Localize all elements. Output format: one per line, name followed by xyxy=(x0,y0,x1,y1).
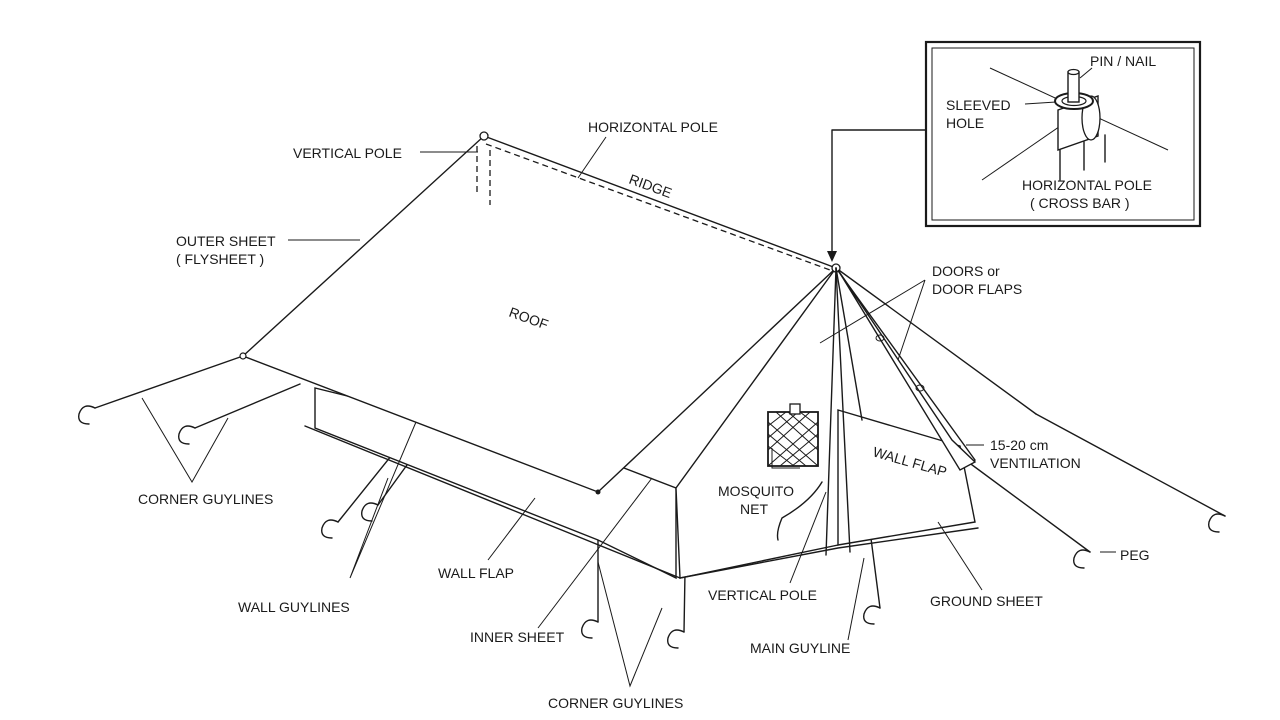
inner-tent xyxy=(304,266,979,580)
horizontal-pole-cross-bar-label: HORIZONTAL POLE xyxy=(1022,177,1152,193)
outer-sheet-label: OUTER SHEET xyxy=(176,233,276,249)
sleeved-label: SLEEVED xyxy=(946,97,1011,113)
mosquito-net xyxy=(767,403,823,541)
peg-icon xyxy=(78,405,96,425)
peg-icon xyxy=(581,619,599,639)
mosquito-label: MOSQUITO xyxy=(718,483,794,499)
peg-icon xyxy=(667,629,685,649)
corner-guylines-left-label: CORNER GUYLINES xyxy=(138,491,273,507)
main-guyline-label: MAIN GUYLINE xyxy=(750,640,850,656)
hole-label: HOLE xyxy=(946,115,984,131)
door-flaps-label: DOOR FLAPS xyxy=(932,281,1022,297)
ventilation-label: VENTILATION xyxy=(990,455,1081,471)
peg-icon xyxy=(361,502,379,522)
peg-icon xyxy=(1073,549,1091,569)
horizontal-pole-label: HORIZONTAL POLE xyxy=(588,119,718,135)
ventilation-size-label: 15-20 cm xyxy=(990,437,1048,453)
vertical-pole-bottom-label: VERTICAL POLE xyxy=(708,587,817,603)
inset-callout-arrow xyxy=(827,129,927,262)
peg-label: PEG xyxy=(1120,547,1150,563)
cross-bar-label: ( CROSS BAR ) xyxy=(1030,195,1130,211)
ground-sheet-label: GROUND SHEET xyxy=(930,593,1043,609)
pegs xyxy=(78,405,1226,649)
wall-flap-front-label: WALL FLAP xyxy=(438,565,514,581)
guylines xyxy=(94,267,1226,633)
inner-sheet-label: INNER SHEET xyxy=(470,629,565,645)
peg-icon xyxy=(178,425,196,445)
doors-or-label: DOORS or xyxy=(932,263,1000,279)
corner-guylines-bottom-label: CORNER GUYLINES xyxy=(548,695,683,711)
flysheet-label: ( FLYSHEET ) xyxy=(176,251,264,267)
wall-guylines-label: WALL GUYLINES xyxy=(238,599,350,615)
vertical-pole-top-label: VERTICAL POLE xyxy=(293,145,402,161)
pin-nail-label: PIN / NAIL xyxy=(1090,53,1156,69)
fly-sheet xyxy=(239,131,841,495)
pin-detail-inset xyxy=(924,40,1202,228)
leader-lines xyxy=(141,136,1116,688)
peg-icon xyxy=(863,605,881,625)
peg-icon xyxy=(1208,513,1226,533)
net-label: NET xyxy=(740,501,768,517)
door-flaps xyxy=(825,267,977,556)
peg-icon xyxy=(321,519,339,539)
